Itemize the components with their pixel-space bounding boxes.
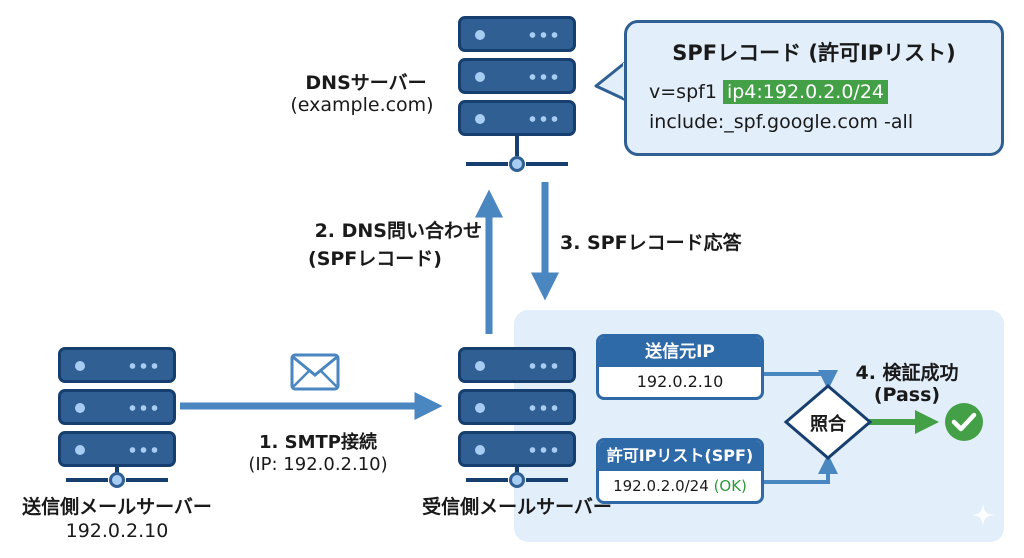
spf-bubble-title: SPFレコード (許可IPリスト) — [672, 41, 956, 65]
compare-diamond — [783, 384, 873, 460]
spf-line2: include:_spf.google.com -all — [649, 111, 914, 133]
step4-sub: (Pass) — [873, 384, 941, 406]
allowed-ip-value: 192.0.2.0/24 — [613, 477, 709, 495]
spf-line1: v=spf1 ip4:192.0.2.0/24 — [649, 80, 889, 104]
step4-label: 4. 検証成功 — [855, 362, 959, 384]
step2-sub: (SPFレコード) — [308, 248, 442, 270]
source-ip-box: 送信元IP 192.0.2.10 — [596, 334, 764, 400]
source-ip-value: 192.0.2.10 — [636, 372, 724, 391]
sender-server-ip: 192.0.2.10 — [65, 520, 169, 542]
envelope-icon — [290, 353, 340, 391]
dns-server-title: DNSサーバー — [305, 72, 427, 94]
step2-label: 2. DNS問い合わせ — [314, 220, 482, 242]
spf-ip4-highlight: ip4:192.0.2.0/24 — [722, 80, 889, 104]
sparkle-icon — [971, 503, 995, 527]
bubble-tail — [594, 60, 627, 102]
allowed-ip-line: 192.0.2.0/24 (OK) — [599, 471, 761, 501]
dns-server-domain: (example.com) — [290, 94, 434, 116]
step1-sub: (IP: 192.0.2.10) — [248, 454, 388, 475]
allowed-ip-box: 許可IPリスト(SPF) 192.0.2.0/24 (OK) — [596, 438, 764, 504]
arrow-source-to-compare — [762, 370, 838, 390]
sender-server-title: 送信側メールサーバー — [22, 496, 212, 518]
receiver-server-title: 受信側メールサーバー — [422, 496, 612, 518]
compare-label: 照合 — [810, 414, 846, 435]
step1-label: 1. SMTP接続 — [259, 432, 377, 453]
step3-label: 3. SPFレコード応答 — [560, 232, 742, 254]
allowed-ip-header: 許可IPリスト(SPF) — [599, 441, 761, 471]
source-ip-header: 送信元IP — [599, 337, 761, 367]
spf-prefix: v=spf1 — [649, 81, 717, 103]
allowed-ip-status: (OK) — [713, 477, 747, 495]
spf-record-bubble: SPFレコード (許可IPリスト) v=spf1 ip4:192.0.2.0/2… — [624, 20, 1004, 156]
check-circle-icon — [945, 403, 983, 441]
arrow-allowed-to-compare — [762, 454, 838, 484]
